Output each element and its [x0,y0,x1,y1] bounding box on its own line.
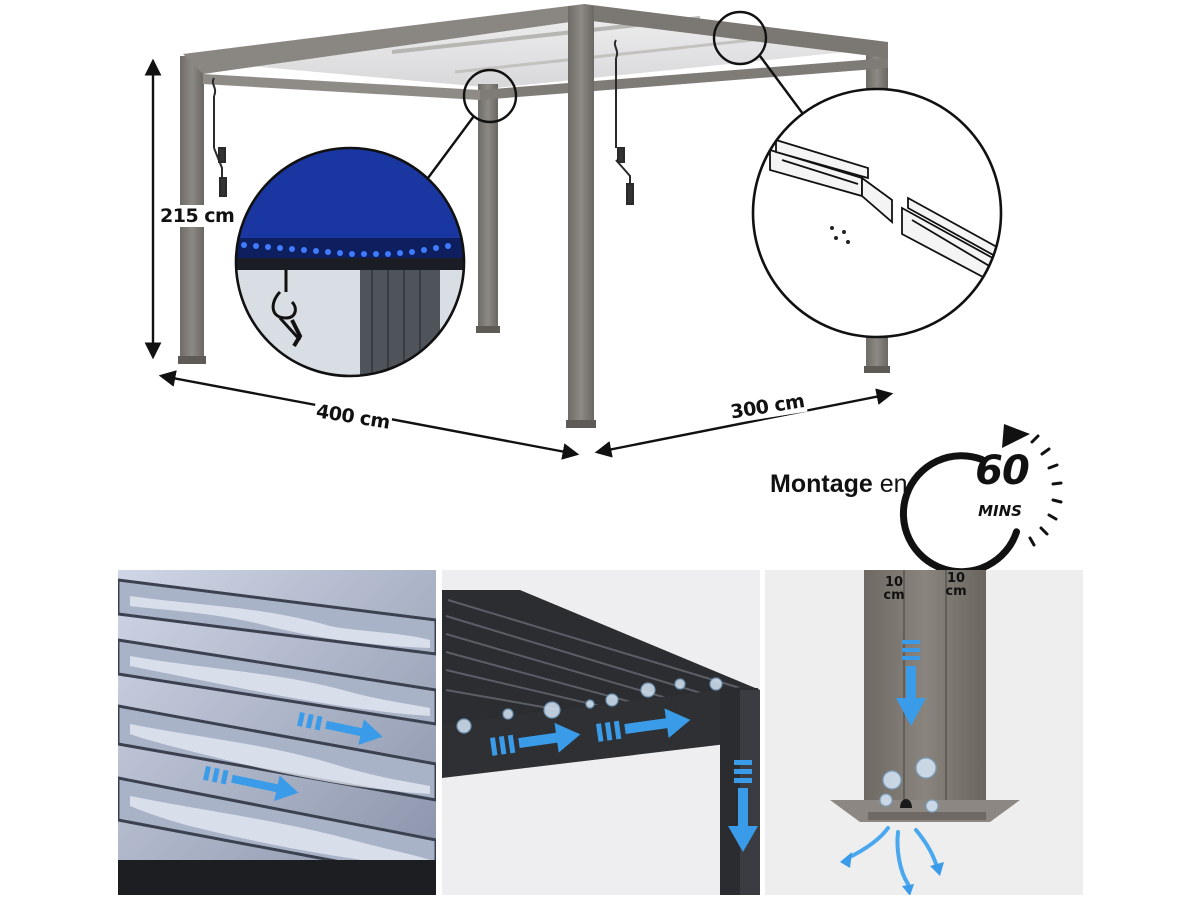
pergola-frame [178,4,890,428]
led-strip-icon [241,242,451,257]
post-back-middle [478,84,498,332]
depth-arrow [594,388,894,458]
hook-icon [271,270,303,348]
water-drop-icon [879,757,939,813]
water-flow-arrow-icon [490,708,758,852]
assembly-label-bold: Montage [770,470,873,498]
rail-detail [751,87,1003,339]
assembly-label-rest: en [872,470,908,498]
assembly-unit: MINS [978,502,1022,520]
post-width-b-unit: cm [945,584,967,599]
panel-gutter-water [442,570,760,895]
post-width-b-value: 10 [946,571,966,586]
led-detail [234,146,466,378]
callout-marker-corner [462,68,518,124]
post-width-label-b: 10 cm [938,572,974,598]
water-flow-arrow-icon [840,640,944,895]
post-width-a-unit: cm [883,588,905,603]
post-width-a-value: 10 [884,575,904,590]
crank-right [613,39,634,205]
stopwatch-icon [899,424,1063,576]
assembly-minutes: 60 [975,448,1030,494]
post-front [568,6,594,428]
panel-louvres-water [118,570,436,895]
panel-post-drainage [765,570,1083,895]
crank-left [211,77,227,197]
water-flow-arrow-icon [203,712,383,801]
post-width-label-a: 10 cm [876,576,912,602]
height-dimension-label: 215 cm [158,205,237,227]
rail-joint-icon [769,138,1001,288]
callout-marker-roof [712,10,768,66]
assembly-time-label: Montage en [770,470,908,499]
water-drop-icon [456,677,723,734]
